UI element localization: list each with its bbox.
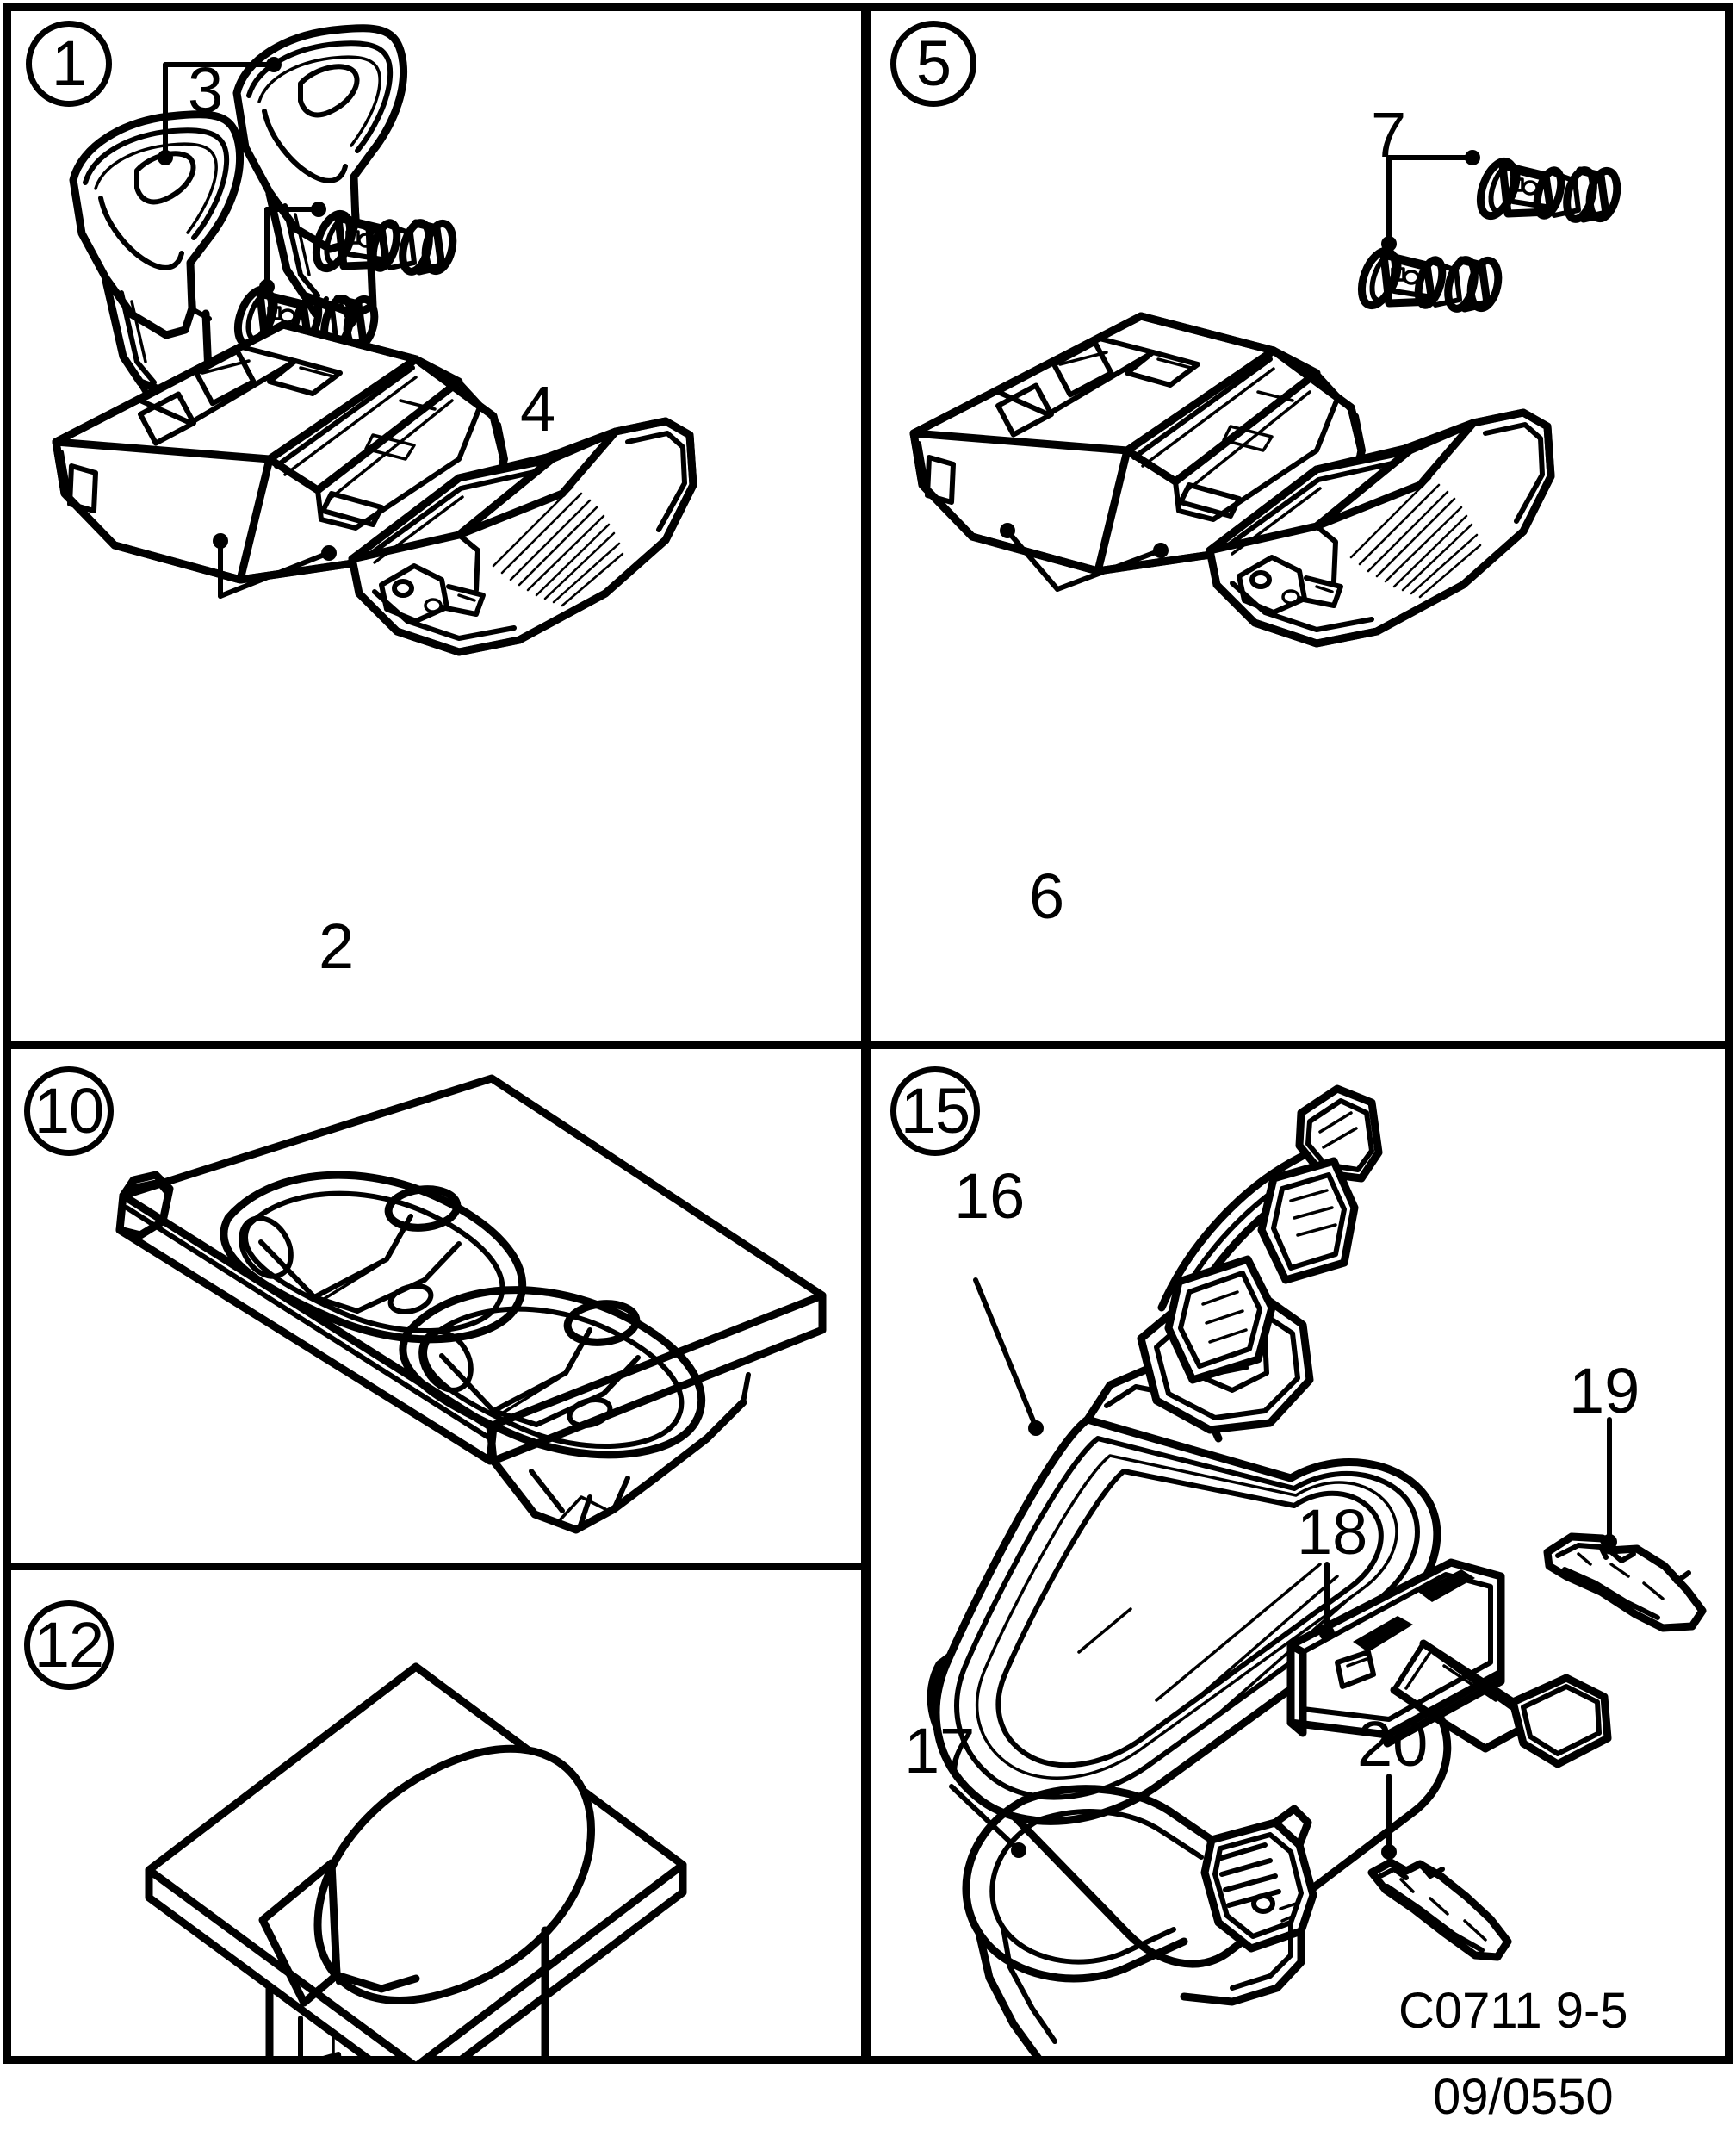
mirror-mounting-bracket-18 (1286, 1558, 1612, 1768)
callout-label-16: 16 (954, 1160, 1026, 1232)
callout-3-leader (158, 57, 282, 165)
ashtray-cup-insert (145, 1662, 687, 2064)
ashtray-cup-upper (232, 24, 408, 327)
panel-divider-1-10 (3, 1041, 871, 1049)
callout-label-7: 7 (1371, 99, 1407, 171)
callout-label-2: 2 (319, 910, 355, 982)
panel-divider-5-15 (861, 1041, 1733, 1049)
cigarette-lighter-upper-p5 (1476, 157, 1621, 223)
callout-18-leader (1319, 1562, 1335, 1641)
panel-1 (11, 11, 862, 1041)
revision-code-label: 09/0550 (1433, 2069, 1614, 2125)
callout-20-leader (1381, 1774, 1397, 1860)
ashtray-tray-insert-p5 (1206, 408, 1555, 648)
panel-1-artwork (52, 24, 698, 656)
callout-label-6: 6 (1029, 860, 1065, 932)
ashtray-tray-insert (348, 417, 698, 656)
panel-badge-1: 1 (26, 21, 112, 107)
cigarette-lighter-upper (312, 209, 457, 276)
panel-12 (11, 1570, 862, 2064)
panel-10-artwork (115, 1074, 827, 1534)
cup-holder-tray (115, 1074, 827, 1534)
cigarette-lighter-lower-p5 (1357, 246, 1503, 313)
panel-12-artwork (145, 1662, 687, 2064)
callout-label-19: 19 (1569, 1355, 1640, 1426)
callout-label-3: 3 (188, 54, 224, 126)
sheet-code-label: C0711 9-5 (1398, 1983, 1628, 2039)
panel-5-artwork (909, 150, 1621, 648)
panel-badge-12: 12 (24, 1600, 114, 1690)
callout-19-leader (1602, 1417, 1617, 1550)
panel-15 (872, 1049, 1723, 2064)
terminal-pin-19 (1543, 1532, 1707, 1632)
callout-16-leader (973, 1277, 1044, 1436)
panel-badge-15: 15 (890, 1066, 980, 1156)
callout-4-leader (259, 202, 326, 295)
panel-badge-5: 5 (890, 21, 976, 107)
terminal-pin-20 (1367, 1858, 1512, 1961)
column-divider (861, 3, 871, 2064)
callout-label-18: 18 (1297, 1496, 1368, 1568)
callout-7-leader (1381, 150, 1480, 252)
callout-17-leader (949, 1784, 1026, 1858)
panel-15-artwork (927, 1084, 1707, 2064)
callout-label-20: 20 (1357, 1708, 1429, 1780)
callout-label-4: 4 (520, 373, 556, 444)
panel-5 (872, 11, 1723, 1041)
callout-label-17: 17 (904, 1715, 976, 1786)
panel-badge-10: 10 (24, 1066, 114, 1156)
panel-10 (11, 1049, 862, 1563)
callout-6-leader (1000, 523, 1169, 592)
ashtray-housing-assembly-p5 (909, 312, 1366, 575)
callout-2-leader (213, 533, 337, 599)
panel-divider-10-12 (3, 1563, 871, 1570)
wiring-harness-17 (962, 1785, 1318, 2064)
